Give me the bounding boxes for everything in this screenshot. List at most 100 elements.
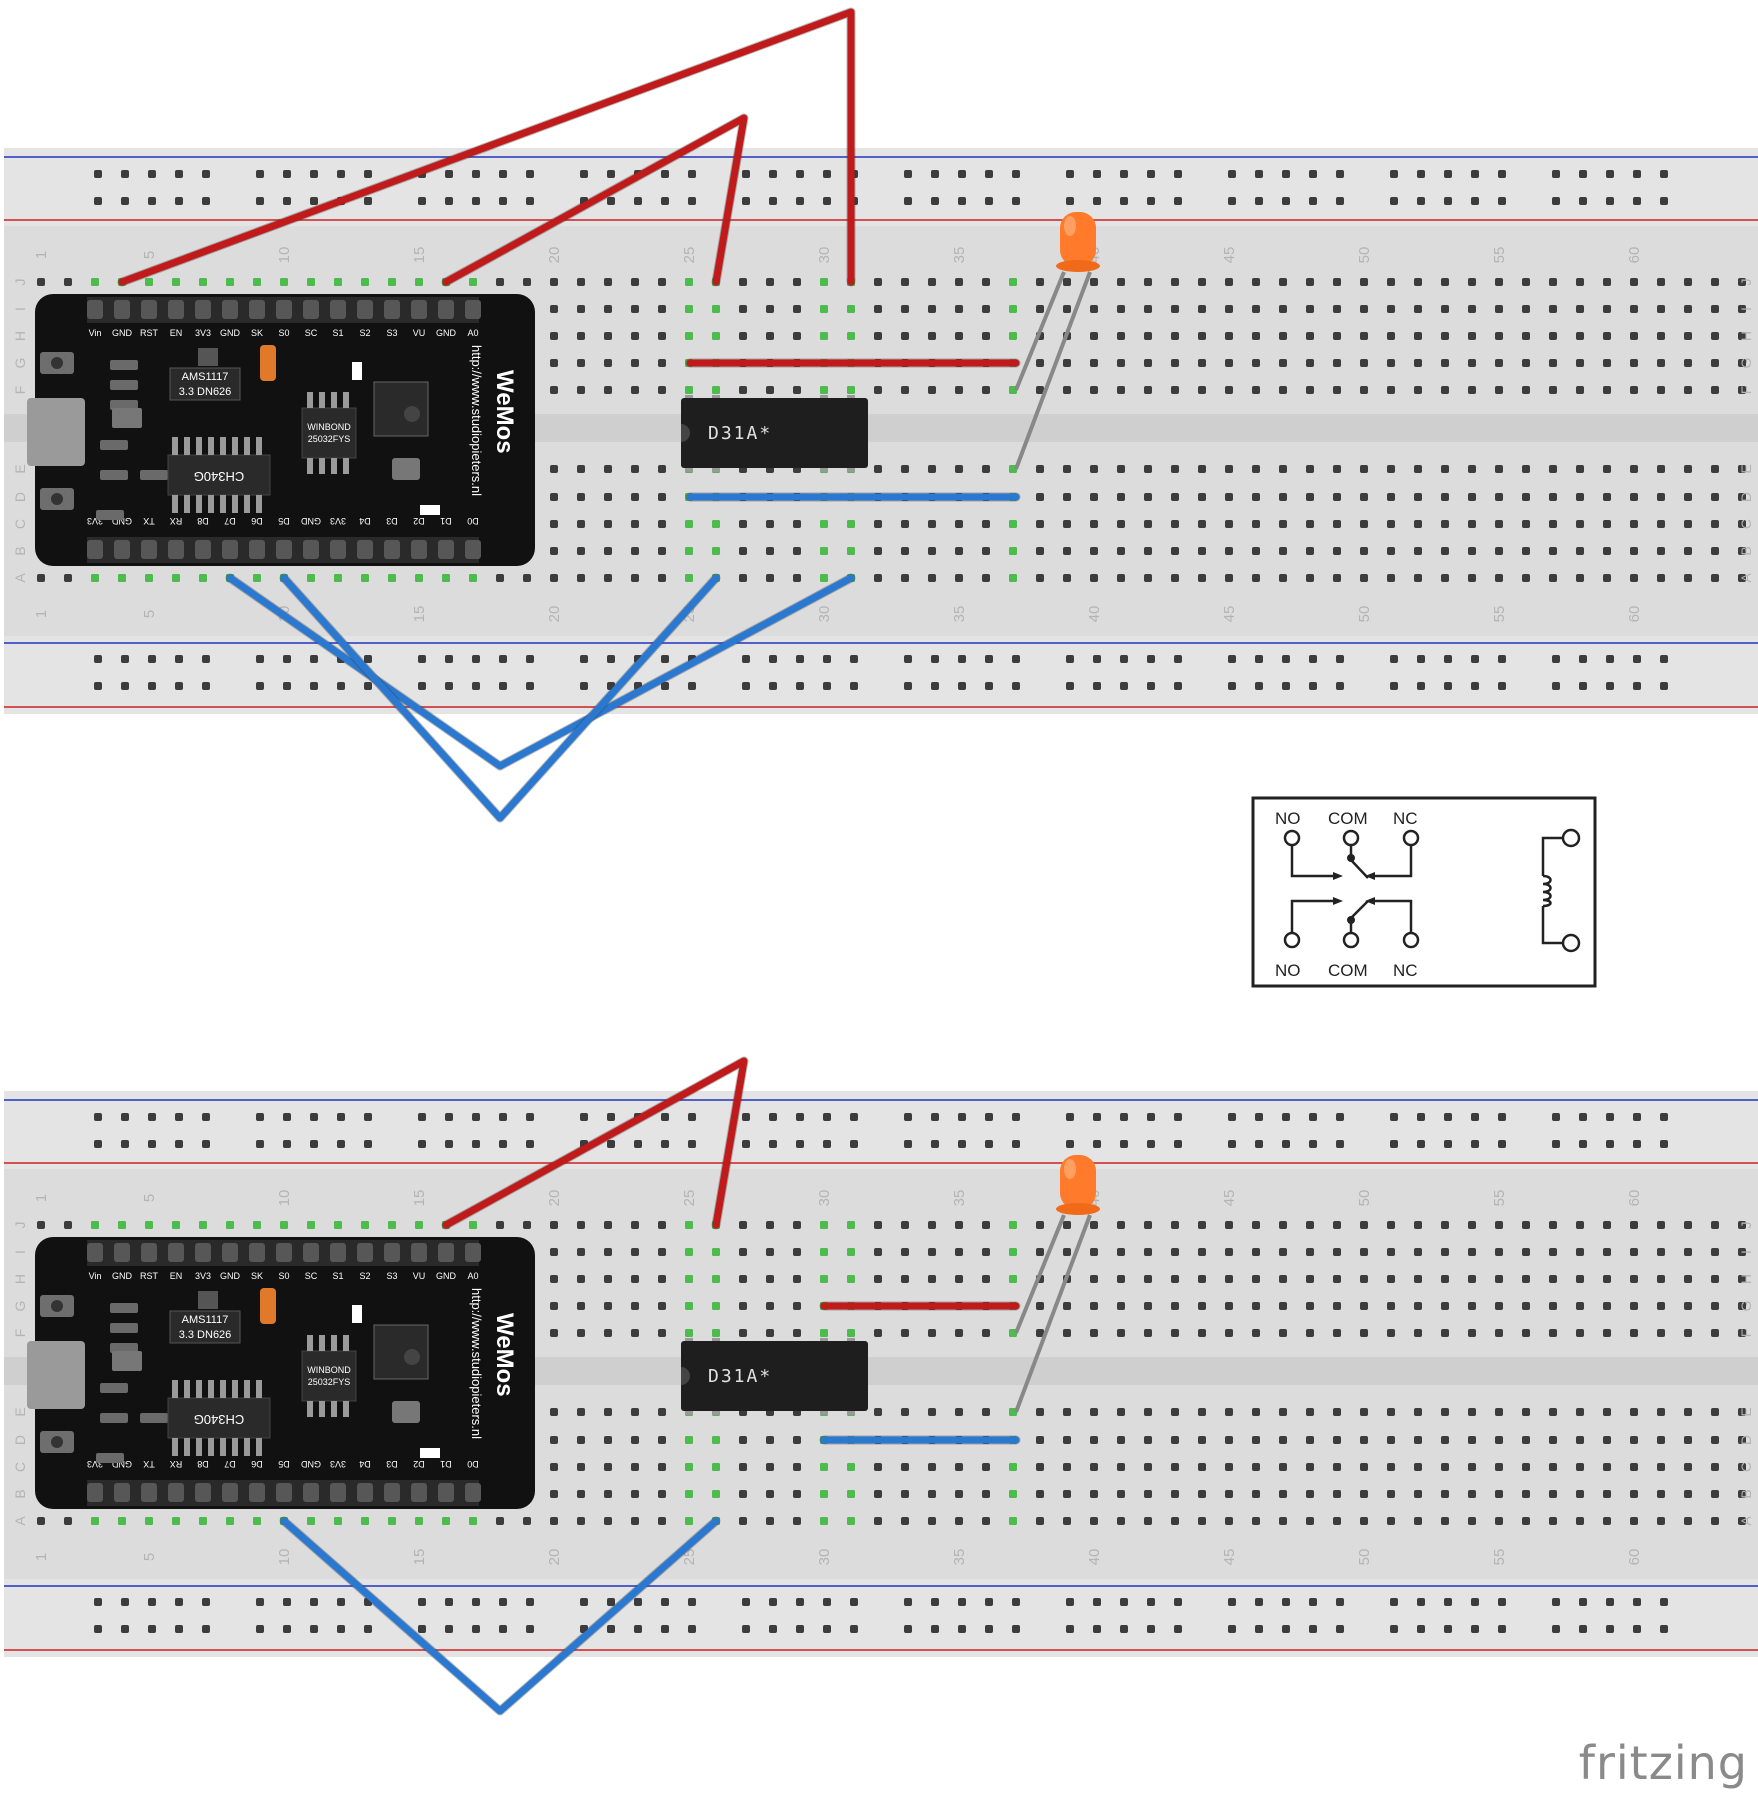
breadboard-hole xyxy=(1630,493,1638,501)
connected-hole xyxy=(388,574,396,582)
breadboard-hole xyxy=(604,520,612,528)
breadboard-hole xyxy=(1738,386,1746,394)
connected-hole xyxy=(820,1329,828,1337)
breadboard-hole xyxy=(1495,1517,1503,1525)
breadboard-hole xyxy=(1657,1490,1665,1498)
breadboard-hole xyxy=(1630,1248,1638,1256)
breadboard-hole xyxy=(577,1436,585,1444)
rail-hole xyxy=(1498,1598,1506,1606)
rail-hole xyxy=(526,1598,534,1606)
rail-hole xyxy=(1093,170,1101,178)
breadboard-hole xyxy=(955,305,963,313)
pin-label-bottom: 3V3 xyxy=(330,1459,346,1469)
breadboard-hole xyxy=(1036,1436,1044,1444)
pin-label-top: 3V3 xyxy=(195,328,211,338)
rail-hole xyxy=(202,1625,210,1633)
breadboard-hole xyxy=(1495,574,1503,582)
breadboard-hole xyxy=(1387,1275,1395,1283)
breadboard-hole xyxy=(631,520,639,528)
breadboard-hole xyxy=(1360,1302,1368,1310)
breadboard-hole xyxy=(1252,1329,1260,1337)
rail-hole xyxy=(958,1598,966,1606)
header-pin xyxy=(195,1243,211,1262)
breadboard-hole xyxy=(793,1463,801,1471)
row-letter-left: D xyxy=(12,1435,28,1445)
breadboard-hole xyxy=(1495,305,1503,313)
chip-pin xyxy=(184,1380,190,1398)
breadboard-hole xyxy=(1117,1408,1125,1416)
breadboard-hole xyxy=(631,359,639,367)
connected-hole xyxy=(820,1248,828,1256)
breadboard-hole xyxy=(739,547,747,555)
breadboard-hole xyxy=(1333,386,1341,394)
connected-hole xyxy=(361,278,369,286)
rail-hole xyxy=(985,1140,993,1148)
rail-hole xyxy=(1093,1625,1101,1633)
rail-hole xyxy=(148,1113,156,1121)
connected-hole xyxy=(685,1302,693,1310)
connected-hole xyxy=(847,547,855,555)
breadboard-hole xyxy=(1090,1436,1098,1444)
wemos-d1-mini: Vin3V3GNDGNDRSTTXENRX3V3D8GNDD7SKD6S0D5S… xyxy=(27,1237,535,1509)
connected-hole xyxy=(388,278,396,286)
breadboard-hole xyxy=(982,520,990,528)
rail-hole xyxy=(1390,197,1398,205)
header-pin xyxy=(411,300,427,319)
header-pin xyxy=(168,300,184,319)
breadboard-hole xyxy=(1576,1517,1584,1525)
rail-hole xyxy=(1444,170,1452,178)
breadboard-hole xyxy=(982,465,990,473)
breadboard-hole xyxy=(1225,1221,1233,1229)
rail-hole xyxy=(607,170,615,178)
breadboard-hole xyxy=(1657,465,1665,473)
rail-hole xyxy=(796,170,804,178)
relay-notch xyxy=(681,424,690,442)
rail-hole xyxy=(472,682,480,690)
pin-label-top: Vin xyxy=(89,1271,102,1281)
pin-label-top: S2 xyxy=(359,328,370,338)
breadboard-hole xyxy=(1036,493,1044,501)
breadboard-hole xyxy=(1414,1248,1422,1256)
breadboard-hole xyxy=(1333,1517,1341,1525)
row-letter-left: G xyxy=(12,358,28,369)
breadboard-hole xyxy=(577,1408,585,1416)
rail-hole xyxy=(1282,1625,1290,1633)
rail-hole xyxy=(1147,1625,1155,1633)
rail-hole xyxy=(1579,170,1587,178)
breadboard-hole xyxy=(901,1490,909,1498)
connected-hole xyxy=(334,574,342,582)
breadboard-hole xyxy=(1306,332,1314,340)
rail-hole xyxy=(418,655,426,663)
breadboard-hole xyxy=(1441,1408,1449,1416)
rail-hole xyxy=(850,1625,858,1633)
rail-hole xyxy=(499,1140,507,1148)
pin-label-top: SK xyxy=(251,1271,263,1281)
rail-hole xyxy=(661,1625,669,1633)
breadboard-hole xyxy=(1549,465,1557,473)
rail-hole xyxy=(1120,1140,1128,1148)
led-leg-cathode xyxy=(1014,1214,1092,1413)
connected-hole xyxy=(685,547,693,555)
row-letter-left: J xyxy=(12,279,28,286)
breadboard-hole xyxy=(766,278,774,286)
column-number-top: 10 xyxy=(276,1190,293,1207)
rail-hole xyxy=(175,197,183,205)
breadboard-hole xyxy=(550,1436,558,1444)
breadboard-hole xyxy=(1414,1490,1422,1498)
breadboard-hole xyxy=(901,332,909,340)
breadboard-hole xyxy=(1279,493,1287,501)
column-number-top: 50 xyxy=(1356,1190,1373,1207)
breadboard-hole xyxy=(1252,1275,1260,1283)
breadboard-hole xyxy=(1225,1463,1233,1471)
breadboard-hole xyxy=(1711,332,1719,340)
breadboard-hole xyxy=(1603,1221,1611,1229)
rail-hole xyxy=(1633,1140,1641,1148)
breadboard-hole xyxy=(1117,332,1125,340)
connected-hole xyxy=(685,1517,693,1525)
connected-hole xyxy=(685,1221,693,1229)
wire-red-vu xyxy=(442,1057,748,1229)
connected-hole xyxy=(253,1517,261,1525)
breadboard-hole xyxy=(1144,1463,1152,1471)
breadboard-hole xyxy=(1198,493,1206,501)
breadboard-hole xyxy=(1738,1221,1746,1229)
